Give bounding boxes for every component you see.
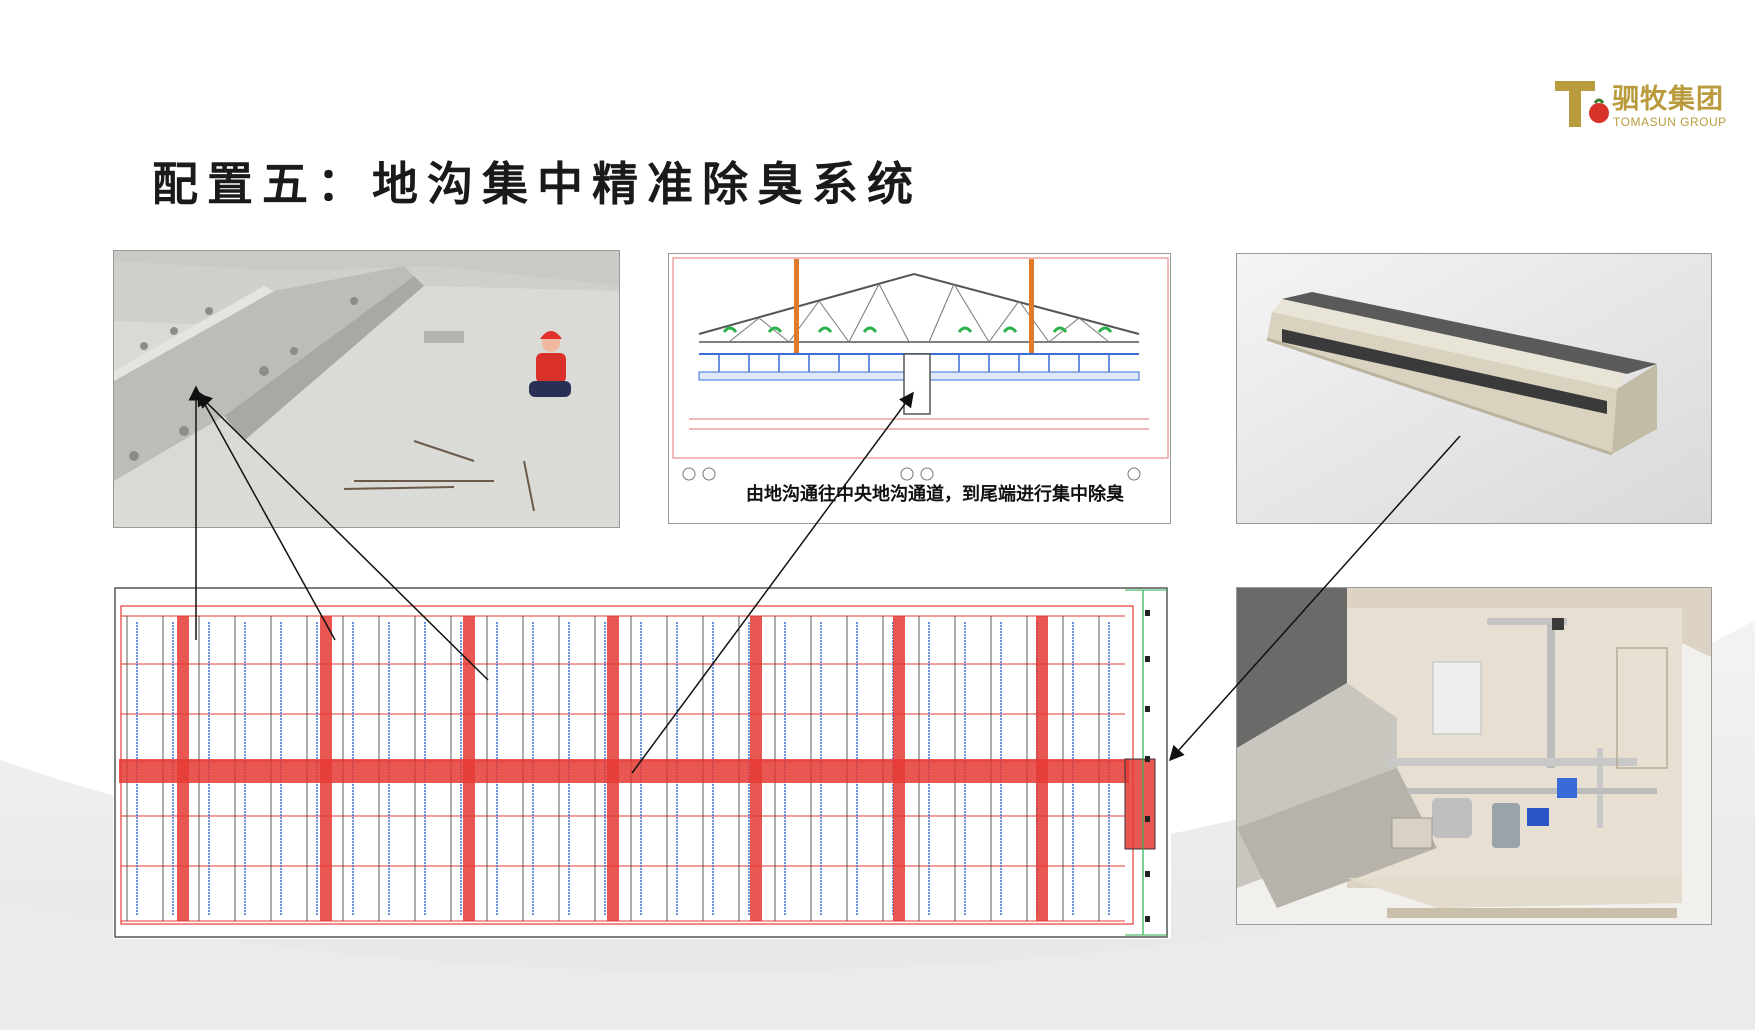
page-title: 配置五：地沟集中精准除臭系统 (152, 157, 922, 211)
cross-section-drawing: 由地沟通往中央地沟通道，到尾端进行集中除臭 (668, 253, 1171, 524)
central-channel (119, 759, 1129, 783)
logo-chinese-name: 驷牧集团 (1612, 84, 1724, 115)
construction-photo (113, 250, 620, 528)
deodorizer-unit-render (1236, 253, 1712, 524)
logo-mark-icon (1555, 81, 1609, 127)
equipment-room-render (1236, 587, 1712, 925)
company-logo: 驷牧集团 TOMASUN GROUP (1555, 75, 1735, 135)
end-deodorizer-pit (1125, 759, 1155, 849)
logo-english-name: TOMASUN GROUP (1613, 115, 1727, 129)
drawing-caption: 由地沟通往中央地沟通道，到尾端进行集中除臭 (746, 484, 1124, 505)
floor-plan (113, 586, 1171, 939)
